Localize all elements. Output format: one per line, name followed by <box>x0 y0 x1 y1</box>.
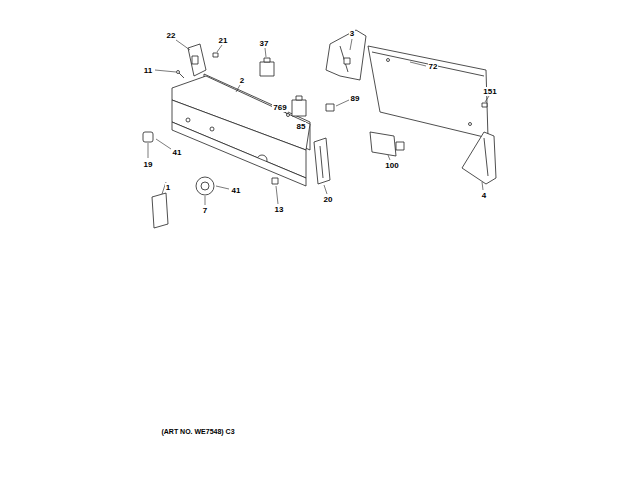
knob <box>196 177 214 195</box>
timer <box>370 132 404 156</box>
callout-number: 4 <box>481 191 487 200</box>
leader-lines <box>155 70 176 72</box>
leader-lines <box>482 182 483 190</box>
knob <box>201 182 209 190</box>
end-cap <box>462 132 496 184</box>
switch <box>264 58 270 62</box>
knob <box>143 132 153 142</box>
backsplash-panel <box>387 59 390 62</box>
switch <box>260 58 274 76</box>
callout-number: 11 <box>143 66 153 75</box>
switch <box>292 96 306 116</box>
leader-lines <box>216 186 229 189</box>
end-cap <box>484 138 488 176</box>
callout-number: 21 <box>218 36 229 45</box>
callout-number: 72 <box>428 62 439 71</box>
end-cap <box>320 146 323 178</box>
callout-number: 2 <box>239 76 245 85</box>
leader-lines <box>410 62 426 66</box>
callout-number: 769 <box>272 103 287 112</box>
control-panel <box>186 118 190 122</box>
screw <box>177 71 185 79</box>
leader-lines <box>148 39 489 205</box>
switch <box>296 96 302 100</box>
leader-lines <box>350 39 352 50</box>
leader-lines <box>485 96 489 102</box>
clip <box>482 103 487 107</box>
leader-lines <box>217 45 222 52</box>
leader-lines <box>276 186 278 204</box>
callout-number: 22 <box>166 31 177 40</box>
leader-lines <box>156 139 171 149</box>
control-panel <box>172 76 310 178</box>
instruction-card <box>152 193 168 228</box>
end-cap <box>326 30 366 80</box>
leader-lines <box>265 48 266 57</box>
callout-number: 19 <box>143 160 154 169</box>
backsplash-panel <box>368 46 488 138</box>
trim-strip <box>172 122 306 186</box>
instruction-card <box>152 193 168 228</box>
leader-lines <box>236 85 240 92</box>
knob <box>196 177 214 195</box>
callout-number: 41 <box>231 186 242 195</box>
control-panel <box>172 100 306 178</box>
bracket <box>188 44 206 76</box>
art-number: (ART NO. WE7548) C3 <box>160 427 235 436</box>
leader-lines <box>205 196 206 205</box>
backsplash-panel <box>368 46 488 138</box>
clip <box>482 103 487 107</box>
backsplash-panel <box>372 52 484 76</box>
end-cap <box>462 132 496 184</box>
clip <box>213 53 218 57</box>
callout-number: 7 <box>202 206 208 215</box>
backsplash-panel <box>469 123 472 126</box>
clip <box>326 104 334 111</box>
timer <box>370 132 396 156</box>
callout-number: 13 <box>274 205 285 214</box>
knob <box>143 132 153 142</box>
callout-number: 89 <box>350 94 361 103</box>
callout-number: 151 <box>482 87 497 96</box>
leader-lines <box>336 100 349 106</box>
end-cap <box>344 58 350 64</box>
callout-number: 20 <box>323 195 334 204</box>
callout-number: 85 <box>296 122 307 131</box>
bracket <box>192 56 198 64</box>
end-cap <box>314 138 330 184</box>
callout-number: 41 <box>172 148 183 157</box>
clip <box>326 104 334 111</box>
end-cap <box>326 30 366 80</box>
leader-lines <box>148 143 149 158</box>
callout-number: 3 <box>349 29 355 38</box>
clip <box>213 53 218 57</box>
switch <box>292 100 306 116</box>
end-cap <box>314 138 330 184</box>
leader-lines <box>324 185 327 194</box>
switch <box>260 62 274 76</box>
leader-lines <box>176 40 190 50</box>
callout-number: 100 <box>384 161 399 170</box>
trim-strip <box>272 178 278 184</box>
screw <box>177 71 180 74</box>
control-panel <box>210 127 214 131</box>
timer <box>396 142 404 150</box>
trim-strip <box>172 122 306 186</box>
leader-lines <box>388 155 390 160</box>
callout-number: 1 <box>165 183 171 192</box>
callout-number: 37 <box>259 39 270 48</box>
bracket <box>188 44 206 76</box>
